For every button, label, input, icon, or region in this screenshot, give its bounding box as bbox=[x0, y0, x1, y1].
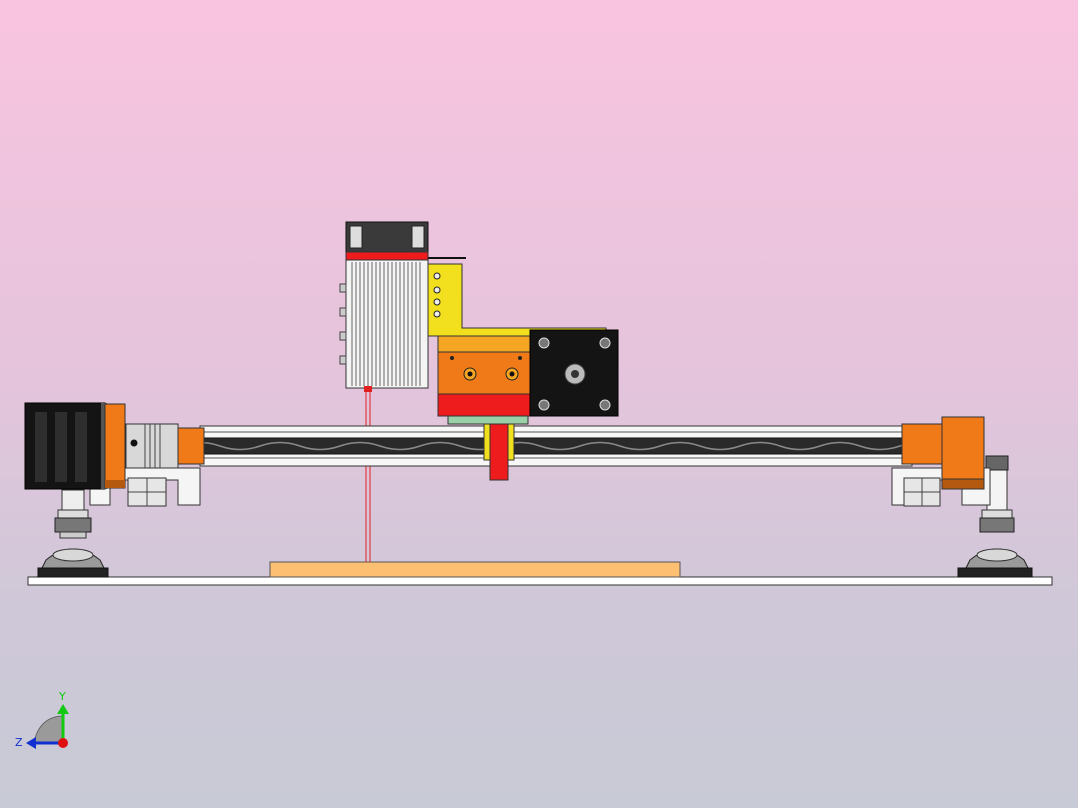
workpiece-board bbox=[269, 561, 681, 578]
stepper-motor-carriage bbox=[529, 329, 619, 417]
end-bearing-block-right bbox=[901, 416, 985, 490]
motor-mount-left bbox=[104, 403, 126, 489]
laser-module bbox=[339, 257, 429, 392]
base-plate bbox=[27, 576, 1053, 586]
leveling-foot-left bbox=[37, 489, 109, 578]
x-axis-dot bbox=[58, 738, 68, 748]
cooling-fan bbox=[345, 221, 466, 261]
lead-screw bbox=[179, 437, 941, 455]
laser-mount-bracket bbox=[427, 263, 607, 337]
triad-y-label: Y bbox=[58, 690, 66, 703]
stepper-motor-left bbox=[24, 402, 107, 490]
shaft-coupler bbox=[125, 423, 205, 469]
laser-beam bbox=[365, 388, 371, 562]
heatsink-fins bbox=[351, 262, 421, 386]
triad-z-label: Z bbox=[15, 736, 23, 749]
leveling-foot-right bbox=[957, 455, 1033, 578]
orientation-triad: Y Z bbox=[15, 690, 69, 749]
carriage bbox=[437, 331, 533, 481]
